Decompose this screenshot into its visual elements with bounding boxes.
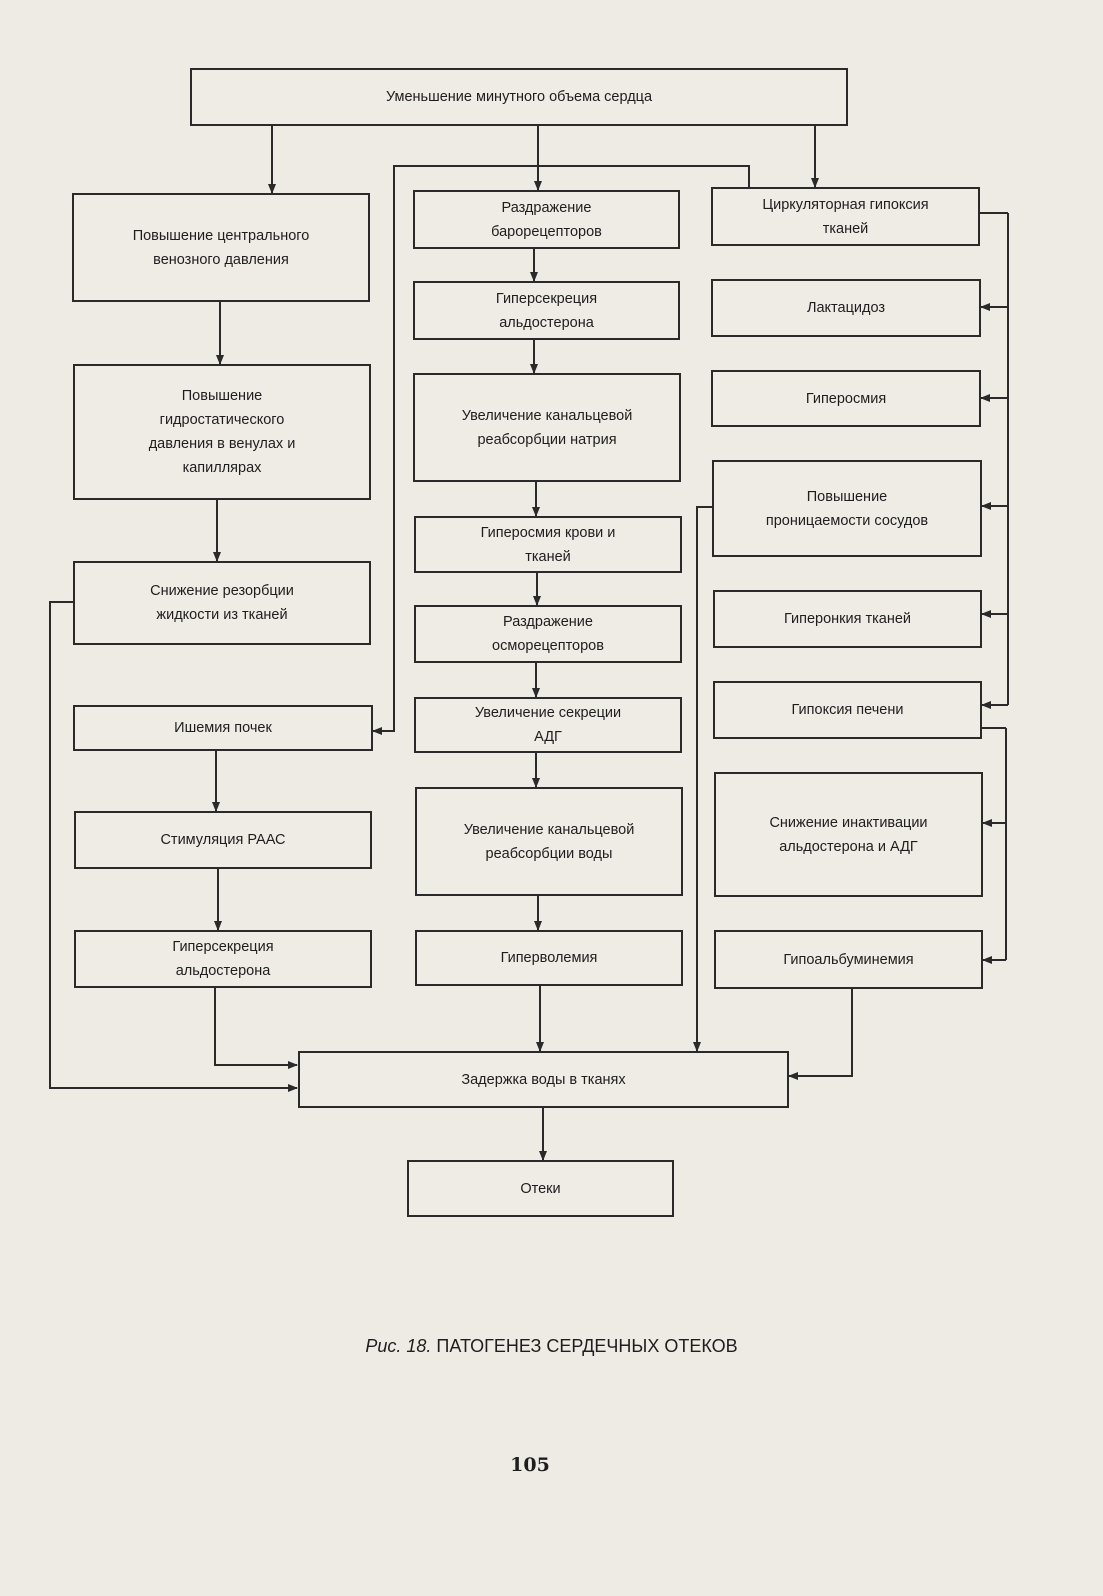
box-circulatory-hypoxia: Циркуляторная гипоксия тканей xyxy=(711,187,980,246)
box-hypervolemia: Гиперволемия xyxy=(415,930,683,986)
box-label: Гиперсекреция альдостерона xyxy=(495,290,598,331)
arrow-perm-to-retention xyxy=(693,506,713,1052)
box-label: Повышение центрального венозного давлени… xyxy=(132,227,310,268)
box-osmoreceptor-irritation: Раздражение осморецепторов xyxy=(414,605,682,663)
box-inactivation-decrease: Снижение инактивации альдостерона и АДГ xyxy=(714,772,983,897)
page-number: 105 xyxy=(510,1454,550,1476)
box-label: Лактацидоз xyxy=(806,300,886,316)
arrow-hypoalb-to-retention xyxy=(788,989,853,1080)
box-label: Снижение инактивации альдостерона и АДГ xyxy=(769,814,928,855)
box-hyperosmia: Гиперосмия xyxy=(711,370,981,427)
box-sodium-reabsorption: Увеличение канальцевой реабсорбции натри… xyxy=(413,373,681,482)
figure-title: ПАТОГЕНЕЗ СЕРДЕЧНЫХ ОТЕКОВ xyxy=(436,1336,738,1356)
box-aldosterone-hypersecretion-left: Гиперсекреция альдостерона xyxy=(74,930,372,988)
box-hypoalbuminemia: Гипоальбуминемия xyxy=(714,930,983,989)
box-aldosterone-hypersecretion-mid: Гиперсекреция альдостерона xyxy=(413,281,680,340)
box-liver-hypoxia: Гипоксия печени xyxy=(713,681,982,739)
figure-number: Рис. 18. xyxy=(365,1336,432,1356)
box-label: Гипоксия печени xyxy=(791,702,904,718)
box-label: Увеличение канальцевой реабсорбции натри… xyxy=(461,407,633,448)
box-label: Повышение проницаемости сосудов xyxy=(765,488,929,529)
box-central-venous-pressure: Повышение центрального венозного давлени… xyxy=(72,193,370,302)
arrow-resorb-to-retention xyxy=(49,601,298,1092)
box-label: Стимуляция РААС xyxy=(160,832,286,848)
arrow-top-to-ischemia xyxy=(372,165,750,735)
box-label: Снижение резорбции жидкости из тканей xyxy=(150,583,294,623)
box-label: Гиперволемия xyxy=(500,950,598,966)
box-adh-secretion: Увеличение секреции АДГ xyxy=(414,697,682,753)
box-label: Циркуляторная гипоксия тканей xyxy=(762,196,929,237)
box-water-retention: Задержка воды в тканях xyxy=(298,1051,789,1108)
box-raas-stimulation: Стимуляция РААС xyxy=(74,811,372,869)
box-cardiac-output-decrease: Уменьшение минутного объема сердца xyxy=(190,68,848,126)
box-label: Гиперонкия тканей xyxy=(783,611,912,627)
box-lactic-acidosis: Лактацидоз xyxy=(711,279,981,337)
box-tissue-hyperoncia: Гиперонкия тканей xyxy=(713,590,982,648)
box-fluid-resorption-decrease: Снижение резорбции жидкости из тканей xyxy=(73,561,371,645)
box-label: Повышение гидростатического давления в в… xyxy=(148,388,296,476)
box-label: Отеки xyxy=(520,1180,561,1197)
box-label: Раздражение барорецепторов xyxy=(491,199,602,240)
box-kidney-ischemia: Ишемия почек xyxy=(73,705,373,751)
box-blood-hyperosmia: Гиперосмия крови и тканей xyxy=(414,516,682,573)
box-label: Гиперосмия крови и тканей xyxy=(480,524,616,565)
box-label: Увеличение канальцевой реабсорбции воды xyxy=(463,821,635,862)
box-label: Раздражение осморецепторов xyxy=(492,614,604,654)
box-vascular-permeability: Повышение проницаемости сосудов xyxy=(712,460,982,557)
figure-caption: Рис. 18. ПАТОГЕНЕЗ СЕРДЕЧНЫХ ОТЕКОВ xyxy=(0,1336,1103,1357)
box-label: Ишемия почек xyxy=(174,720,272,736)
box-label: Задержка воды в тканях xyxy=(461,1071,626,1088)
box-label: Гиперосмия xyxy=(805,390,887,407)
box-water-reabsorption: Увеличение канальцевой реабсорбции воды xyxy=(415,787,683,896)
box-baroreceptor-irritation: Раздражение барорецепторов xyxy=(413,190,680,249)
box-edema: Отеки xyxy=(407,1160,674,1217)
box-label: Гипоальбуминемия xyxy=(783,951,914,968)
arrow-aldo-to-retention xyxy=(214,988,298,1069)
box-label: Гиперсекреция альдостерона xyxy=(172,939,274,979)
box-label: Уменьшение минутного объема сердца xyxy=(385,89,653,105)
box-hydrostatic-pressure: Повышение гидростатического давления в в… xyxy=(73,364,371,500)
box-label: Увеличение секреции АДГ xyxy=(474,705,622,745)
